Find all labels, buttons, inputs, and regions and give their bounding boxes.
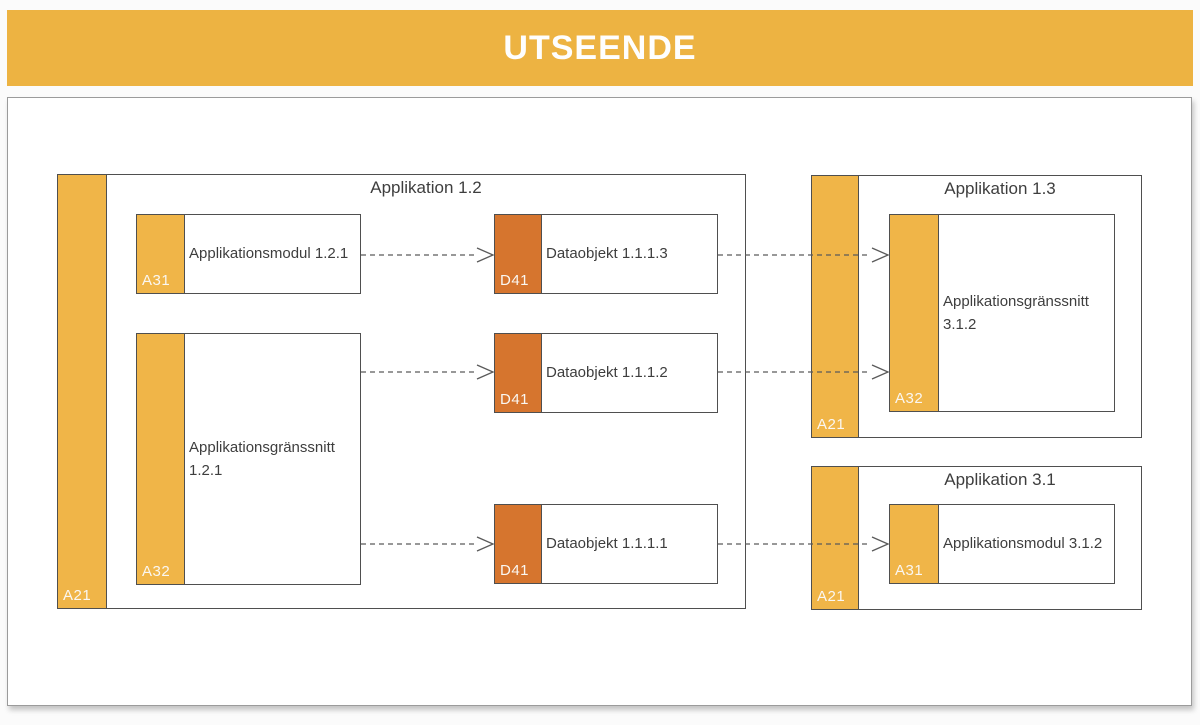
interface-3-1-2-bar: A32 [890,215,939,411]
interface-3-1-2-tag: A32 [895,390,924,407]
diagram-canvas: A21 Applikation 1.2 A31 Applikationsmodu… [7,97,1192,706]
interface-3-1-2-box: A32 Applikationsgränssnitt 3.1.2 [889,214,1115,412]
module-3-1-2-box: A31 Applikationsmodul 3.1.2 [889,504,1115,584]
dataobject-1-1-1-2-bar: D41 [495,334,542,412]
interface-3-1-2-label: Applikationsgränssnitt 3.1.2 [943,292,1089,333]
app-1-2-title: Applikation 1.2 [370,178,482,197]
app-1-3-bar: A21 [812,176,859,437]
dataobject-1-1-1-1-label: Dataobjekt 1.1.1.1 [546,535,668,553]
dataobject-1-1-1-3-tag: D41 [500,272,530,289]
interface-1-2-1-tag: A32 [142,563,171,580]
interface-1-2-1-bar: A32 [137,334,185,584]
app-1-2-tag: A21 [63,587,92,604]
app-3-1-title: Applikation 3.1 [944,470,1056,489]
interface-1-2-1-box: A32 Applikationsgränssnitt 1.2.1 [136,333,361,585]
app-1-2-bar: A21 [58,175,107,608]
app-3-1-bar: A21 [812,467,859,609]
dataobject-1-1-1-1-box: D41 Dataobjekt 1.1.1.1 [494,504,718,584]
dataobject-1-1-1-3-bar: D41 [495,215,542,293]
app-1-3-title: Applikation 1.3 [944,179,1056,198]
dataobject-1-1-1-3-label: Dataobjekt 1.1.1.3 [546,245,668,263]
title-banner: UTSEENDE [7,10,1193,86]
module-1-2-1-label: Applikationsmodul 1.2.1 [189,245,349,263]
module-1-2-1-box: A31 Applikationsmodul 1.2.1 [136,214,361,294]
module-3-1-2-tag: A31 [895,562,924,579]
module-1-2-1-bar: A31 [137,215,185,293]
dataobject-1-1-1-1-tag: D41 [500,562,530,579]
module-3-1-2-label: Applikationsmodul 3.1.2 [943,535,1103,553]
page-title: UTSEENDE [503,28,697,67]
dataobject-1-1-1-2-box: D41 Dataobjekt 1.1.1.2 [494,333,718,413]
dataobject-1-1-1-1-bar: D41 [495,505,542,583]
module-1-2-1-tag: A31 [142,272,171,289]
app-3-1-tag: A21 [817,588,846,605]
dataobject-1-1-1-3-box: D41 Dataobjekt 1.1.1.3 [494,214,718,294]
interface-1-2-1-label: Applikationsgränssnitt 1.2.1 [189,438,335,479]
dataobject-1-1-1-2-tag: D41 [500,391,530,408]
dataobject-1-1-1-2-label: Dataobjekt 1.1.1.2 [546,364,668,382]
module-3-1-2-bar: A31 [890,505,939,583]
app-1-3-tag: A21 [817,416,846,433]
